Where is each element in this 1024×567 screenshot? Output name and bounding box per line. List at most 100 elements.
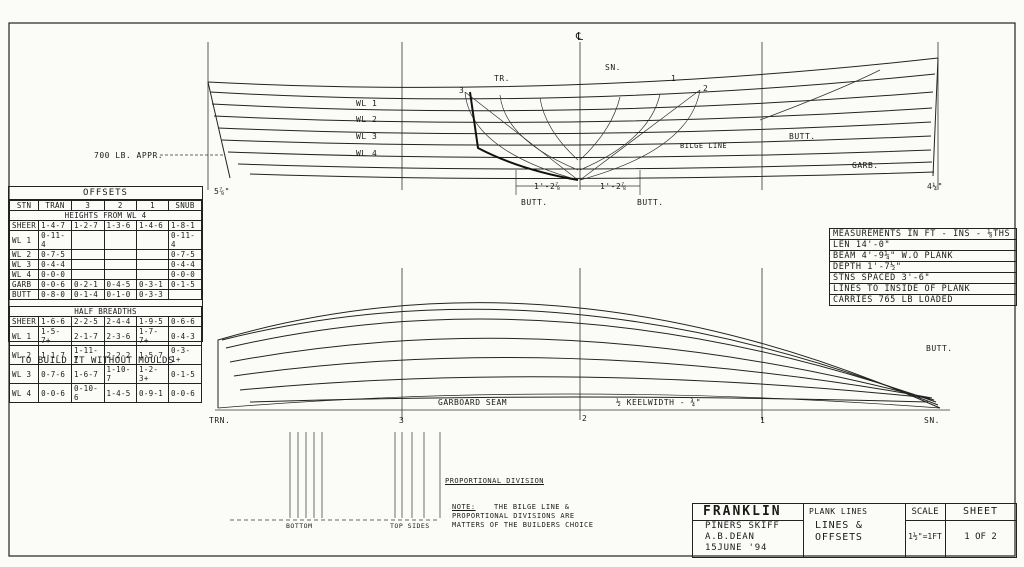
table-cell: 1-4-5: [103, 383, 138, 403]
table-cell: 0-3-3: [135, 289, 170, 300]
table-cell: [168, 289, 202, 300]
table-cell: 0-11-4: [168, 230, 202, 250]
table-cell: 2-1-7: [71, 326, 105, 346]
title-date: 15JUNE '94: [705, 543, 768, 553]
table-section-title: HEIGHTS FROM WL 4: [9, 210, 202, 221]
table-cell: 0-1-5: [168, 364, 202, 384]
table-cell: 1-4-7: [38, 220, 73, 231]
label-garb: GARB.: [852, 161, 879, 170]
offsets-title: OFFSETS: [9, 187, 202, 200]
table-cell: 0-4-4: [168, 259, 202, 270]
table-cell: 1-2-3+: [135, 364, 170, 384]
label-station-1: 1: [671, 74, 677, 83]
table-cell: SNUB: [168, 200, 202, 211]
note-text-3: MATTERS OF THE BUILDERS CHOICE: [452, 521, 594, 529]
table-cell: 0-3-1+: [168, 345, 202, 365]
table-cell: WL 2: [8, 249, 40, 260]
title-author: A.B.DEAN: [705, 532, 755, 542]
table-cell: 1-5-7+: [38, 326, 73, 346]
centerline-mark: ℄: [576, 30, 584, 43]
table-cell: 0-4-5: [103, 279, 138, 290]
table-cell: WL 4: [8, 269, 40, 280]
table-cell: 1-6-6: [38, 316, 73, 327]
title-lines-1: LINES &: [815, 520, 863, 531]
scale-value: 1½"=1FT: [908, 532, 942, 541]
table-cell: 2-2-5: [71, 316, 105, 327]
table-cell: 2-3-6: [103, 326, 138, 346]
table-cell: 0-1-5: [168, 279, 202, 290]
label-wl1: WL 1: [356, 99, 378, 108]
table-cell: 0-7-5: [38, 249, 73, 260]
table-cell: 0-9-1: [135, 383, 170, 403]
plan-label-station-3: 3: [399, 416, 405, 425]
table-cell: 0-7-6: [38, 364, 73, 384]
table-cell: 1-7-7+: [135, 326, 170, 346]
table-cell: TRAN: [38, 200, 73, 211]
build-note: TO BUILD IT WITHOUT MOULDS: [20, 356, 174, 366]
table-cell: WL 3: [8, 259, 40, 270]
label-butt-left: BUTT.: [521, 198, 548, 207]
bottom-label: BOTTOM: [286, 522, 313, 530]
proportional-sketch: [230, 432, 441, 521]
table-cell: BUTT: [8, 289, 40, 300]
table-cell: 0-6-6: [168, 316, 202, 327]
table-cell: 1-10-7: [103, 364, 138, 384]
label-butt: BUTT.: [789, 132, 816, 141]
table-cell: [135, 269, 170, 280]
dim-bow: 4¼": [927, 182, 943, 191]
title-name: FRANKLIN: [693, 504, 803, 521]
label-sn: SN.: [605, 63, 621, 72]
table-cell: [103, 230, 138, 250]
table-cell: [135, 259, 170, 270]
measurement-line: LINES TO INSIDE OF PLANK: [830, 284, 1016, 295]
table-cell: 0-0-0: [38, 269, 73, 280]
label-tr: TR.: [494, 74, 510, 83]
table-cell: 1-9-5: [135, 316, 170, 327]
plan-label-garboard-seam: GARBOARD SEAM: [438, 398, 508, 407]
plan-station-lines: [215, 268, 950, 420]
dim-right-butt: 1'-2⅞: [600, 182, 627, 191]
table-cell: [103, 249, 138, 260]
table-cell: [71, 230, 105, 250]
topsides-label: TOP SIDES: [390, 522, 430, 530]
measurement-line: MEASUREMENTS IN FT - INS - ⅛THS: [830, 229, 1016, 240]
table-cell: WL 1: [8, 326, 40, 346]
section-lines: [464, 69, 881, 181]
table-cell: [135, 249, 170, 260]
table-cell: 0-0-6: [38, 383, 73, 403]
profile-dimensions: [160, 154, 641, 195]
table-cell: 1-8-1: [168, 220, 202, 231]
proportional-division-label: PROPORTIONAL DIVISION: [445, 477, 545, 485]
table-cell: 2: [103, 200, 138, 211]
sheet-label: SHEET: [945, 504, 1016, 521]
table-cell: GARB: [8, 279, 40, 290]
plan-lines: [217, 302, 941, 409]
table-cell: 1-6-7: [71, 364, 105, 384]
dim-stern: 5⅞": [214, 187, 230, 196]
table-cell: 1-5-7: [135, 345, 170, 365]
measurement-line: LEN 14'-0": [830, 240, 1016, 251]
measurement-line: STNS SPACED 3'-6": [830, 273, 1016, 284]
note-text-1: THE BILGE LINE &: [494, 503, 570, 511]
plan-label-station-2: 2: [582, 414, 588, 423]
table-cell: [71, 269, 105, 280]
table-cell: 0-4-4: [38, 259, 73, 270]
label-bilge-line: BILGE LINE: [680, 142, 728, 150]
table-cell: [71, 259, 105, 270]
title-plank-lines: PLANK LINES: [809, 507, 868, 516]
plan-label-sn: SN.: [924, 416, 940, 425]
table-cell: [135, 230, 170, 250]
table-cell: [103, 269, 138, 280]
